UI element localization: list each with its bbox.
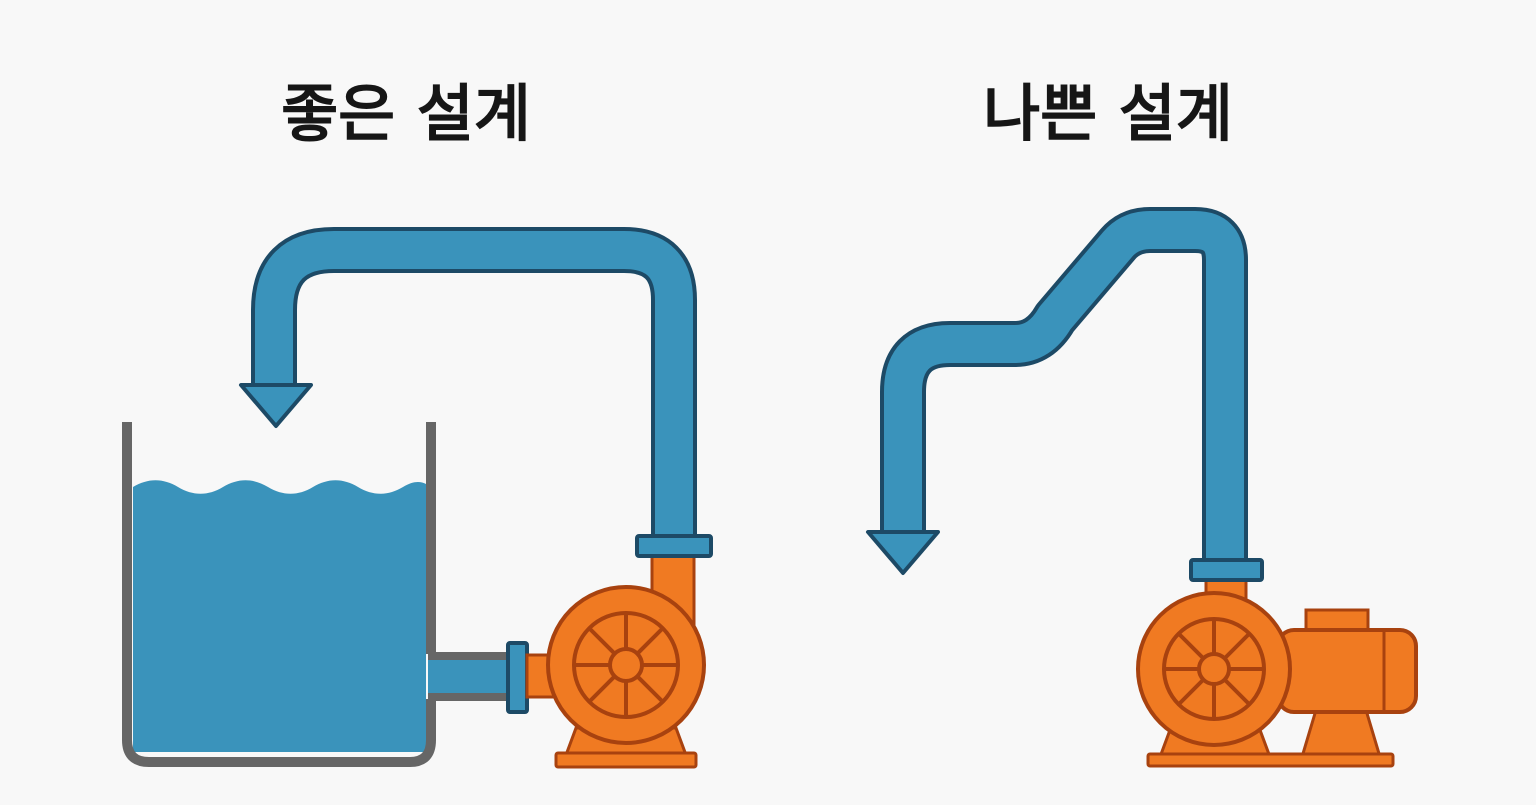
bad-pipe [884,211,1244,565]
bad-base-plate [1146,752,1395,768]
pump-base-plate [554,751,698,769]
return-pipe [255,231,693,540]
motor-icon [1276,608,1418,714]
flow-arrow-icon [239,383,313,428]
bad-flow-arrow-icon [866,530,940,575]
suction-pipe-fill [428,658,518,693]
bad-design-title: 나쁜 설계 [983,77,1233,150]
discharge-flange [635,534,713,558]
bad-design-panel [866,207,1418,768]
good-design-title: 좋은 설계 [281,77,531,150]
bad-motor-stand [1299,708,1383,759]
bad-pump-icon [1136,591,1292,747]
good-design-panel [122,227,713,769]
bad-discharge-flange [1189,558,1264,582]
tank-icon [122,422,436,767]
suction-flange [506,641,529,714]
tank-water [133,480,426,752]
pump-icon [546,585,706,745]
